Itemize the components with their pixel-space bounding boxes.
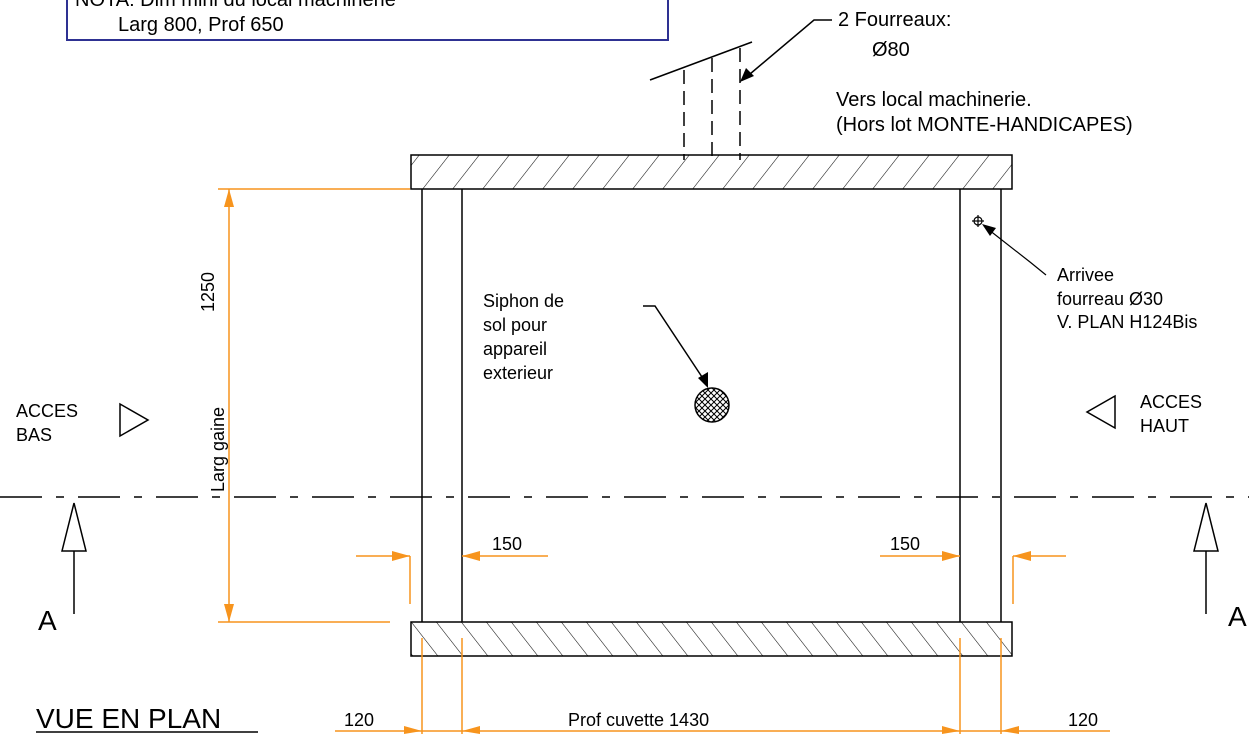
acces-haut-line1: ACCES — [1140, 392, 1202, 412]
arrivee-line2: fourreau Ø30 — [1057, 289, 1163, 309]
machinerie-note-line1: Vers local machinerie. — [836, 89, 1032, 111]
dim-wall-left: 150 — [492, 534, 522, 554]
nota-line1: NOTA: Dim mini du local machinerie — [75, 0, 396, 11]
fourreaux-arrowhead — [740, 68, 754, 82]
acces-bas-triangle — [119, 402, 150, 438]
bottom-wall — [410, 621, 1013, 657]
siphon-drain — [694, 387, 730, 423]
arrivee-marker — [972, 215, 1047, 276]
siphon-line2: sol pour — [483, 315, 547, 335]
section-mark-left: A — [38, 605, 57, 636]
siphon-line3: appareil — [483, 339, 547, 359]
siphon-leader — [643, 305, 705, 381]
machinerie-note-line2: (Hors lot MONTE-HANDICAPES) — [836, 114, 1133, 136]
acces-haut-triangle — [1085, 394, 1116, 430]
nota-box: NOTA: Dim mini du local machinerie Larg … — [66, 0, 669, 41]
siphon-arrowhead — [698, 372, 708, 388]
acces-haut-line2: HAUT — [1140, 416, 1189, 436]
dim-wall-right: 150 — [890, 534, 920, 554]
arrivee-arrowhead — [982, 224, 996, 236]
fourreaux-diameter: Ø80 — [872, 39, 910, 61]
nota-line2: Larg 800, Prof 650 — [118, 14, 284, 36]
fourreaux-title: 2 Fourreaux: — [838, 9, 951, 31]
section-arrow-left — [61, 502, 87, 614]
top-wall — [410, 154, 1013, 190]
view-title: VUE EN PLAN — [36, 703, 221, 734]
arrivee-line1: Arrivee — [1057, 265, 1114, 285]
dim-height: 1250 — [198, 272, 218, 312]
dim-prof-cuvette: Prof cuvette 1430 — [568, 710, 709, 730]
section-mark-right: A — [1228, 601, 1247, 632]
dim-larg-gaine: Larg gaine — [208, 407, 228, 492]
acces-bas-line1: ACCES — [16, 401, 78, 421]
dim-bottom-left: 120 — [344, 710, 374, 730]
side-walls — [421, 189, 1002, 622]
fourreaux-ducts — [649, 41, 753, 160]
siphon-line1: Siphon de — [483, 291, 564, 311]
siphon-line4: exterieur — [483, 363, 553, 383]
dim-bottom-right: 120 — [1068, 710, 1098, 730]
section-arrow-right — [1193, 502, 1219, 614]
acces-bas-line2: BAS — [16, 425, 52, 445]
dimension-arrowheads — [224, 189, 1031, 734]
arrivee-line3: V. PLAN H124Bis — [1057, 312, 1197, 332]
fourreaux-leader — [749, 19, 832, 75]
